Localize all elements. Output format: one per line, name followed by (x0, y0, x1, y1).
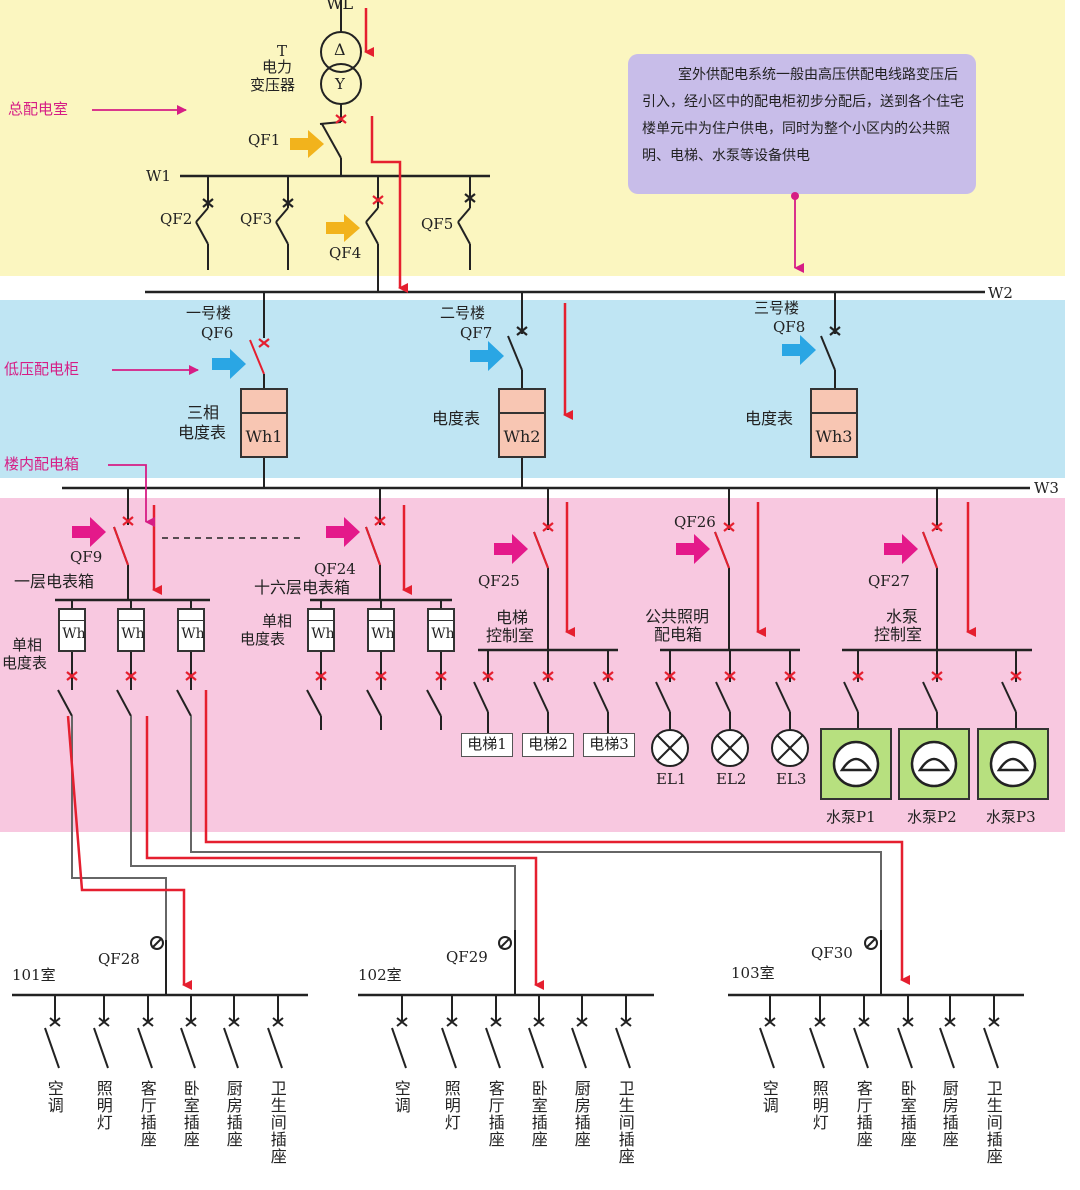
room-102-label: 102室 (358, 966, 402, 984)
room-101-label: 101室 (12, 966, 56, 984)
meter-wh3: Wh3 (810, 388, 858, 458)
qf27-label: QF27 (868, 572, 910, 590)
single-phase-meter: Wh (307, 608, 335, 652)
pump-room-label-1: 水泵 (886, 607, 919, 626)
building-1-label: 一号楼 (186, 304, 232, 322)
lighting-box-label-1: 公共照明 (645, 607, 710, 626)
floor-16-box-label: 十六层电表箱 (254, 578, 351, 597)
qf25-label: QF25 (478, 572, 520, 590)
lamp-el3-label: EL3 (776, 770, 807, 788)
qf2-label: QF2 (160, 210, 193, 228)
room-102-load-living: 客厅插座 (485, 1080, 505, 1148)
single-phase-meter: Wh (427, 608, 455, 652)
three-phase-label-2: 电度表 (178, 423, 227, 442)
elevator-2: 电梯2 (522, 733, 574, 757)
main-room-label: 总配电室 (8, 100, 69, 118)
description-callout: 室外供配电系统一般由高压供配电线路变压后引入，经小区中的配电柜初步分配后，送到各… (628, 54, 976, 194)
qf3-label: QF3 (240, 210, 273, 228)
elevator-3: 电梯3 (583, 733, 635, 757)
room-102-load-bath: 卫生间插座 (615, 1080, 635, 1165)
qf26-label: QF26 (674, 513, 716, 531)
wl-label: WL (326, 0, 354, 13)
pump-box-p2 (898, 728, 970, 800)
single-phase-meter: Wh (117, 608, 145, 652)
room-103-load-kitchen: 厨房插座 (939, 1080, 959, 1148)
single-phase-label-2: 电度表 (2, 654, 48, 672)
lamp-el2-label: EL2 (716, 770, 747, 788)
room-101-load-light: 照明灯 (93, 1080, 113, 1131)
room-101-load-living: 客厅插座 (137, 1080, 157, 1148)
qf9-label: QF9 (70, 548, 103, 566)
building-3-label: 三号楼 (754, 299, 800, 317)
room-101-load-kitchen: 厨房插座 (223, 1080, 243, 1148)
pump-p3-label: 水泵P3 (986, 808, 1036, 826)
pump-p2-label: 水泵P2 (907, 808, 957, 826)
meter-wh1: Wh1 (240, 388, 288, 458)
magenta-arrow-icon (72, 517, 918, 564)
yellow-arrow-icon (290, 130, 360, 242)
t-label: T (277, 42, 288, 60)
room-103-load-bath: 卫生间插座 (983, 1080, 1003, 1165)
qf30-label: QF30 (811, 944, 853, 962)
qf1-label: QF1 (248, 131, 281, 149)
meter-label-3: 电度表 (745, 409, 794, 428)
room-101-load-bath: 卫生间插座 (267, 1080, 287, 1165)
single-phase-meter: Wh (367, 608, 395, 652)
building-box-label: 楼内配电箱 (4, 455, 80, 473)
blue-arrow-icon (212, 335, 816, 379)
meter-wh2: Wh2 (498, 388, 546, 458)
room-103-load-living: 客厅插座 (853, 1080, 873, 1148)
w1-label: W1 (146, 167, 171, 185)
qf24-label: QF24 (314, 560, 356, 578)
room-103-load-ac: 空调 (759, 1080, 779, 1114)
single-phase-label-4: 电度表 (240, 630, 286, 648)
single-phase-meter: Wh (58, 608, 86, 652)
room-102-load-kitchen: 厨房插座 (571, 1080, 591, 1148)
elevator-room-label-2: 控制室 (486, 626, 535, 645)
qf28-label: QF28 (98, 950, 140, 968)
room-103-label: 103室 (731, 964, 775, 982)
single-phase-meter: Wh (177, 608, 205, 652)
pump-p1-label: 水泵P1 (826, 808, 876, 826)
floor-1-box-label: 一层电表箱 (14, 572, 95, 591)
elevator-1: 电梯1 (461, 733, 513, 757)
elevator-room-label-1: 电梯 (496, 608, 529, 627)
w3-label: W3 (1034, 479, 1059, 497)
pump-room-label-2: 控制室 (874, 625, 923, 644)
three-phase-label-1: 三相 (187, 403, 220, 422)
transformer-label-2: 变压器 (250, 76, 296, 94)
qf6-label: QF6 (201, 324, 234, 342)
transformer-label-1: 电力 (262, 58, 293, 76)
meter-label-2: 电度表 (432, 409, 481, 428)
qf29-label: QF29 (446, 948, 488, 966)
room-103-load-light: 照明灯 (809, 1080, 829, 1131)
wye-symbol: Y (335, 75, 345, 93)
single-phase-label-1: 单相 (12, 636, 43, 654)
room-101-load-bedroom: 卧室插座 (180, 1080, 200, 1148)
building-2-label: 二号楼 (440, 304, 486, 322)
lighting-box-label-2: 配电箱 (654, 625, 703, 644)
qf4-label: QF4 (329, 244, 362, 262)
room-102-load-bedroom: 卧室插座 (528, 1080, 548, 1148)
room-103-load-bedroom: 卧室插座 (897, 1080, 917, 1148)
delta-symbol: Δ (334, 40, 346, 59)
room-102-load-ac: 空调 (391, 1080, 411, 1114)
lamp-el1-label: EL1 (656, 770, 687, 788)
single-phase-label-3: 单相 (262, 612, 293, 630)
cabinet-label: 低压配电柜 (4, 360, 80, 378)
room-101-load-ac: 空调 (44, 1080, 64, 1114)
room-102-load-light: 照明灯 (441, 1080, 461, 1131)
qf8-label: QF8 (773, 318, 806, 336)
qf7-label: QF7 (460, 324, 493, 342)
qf5-label: QF5 (421, 215, 454, 233)
w2-label: W2 (988, 284, 1013, 302)
